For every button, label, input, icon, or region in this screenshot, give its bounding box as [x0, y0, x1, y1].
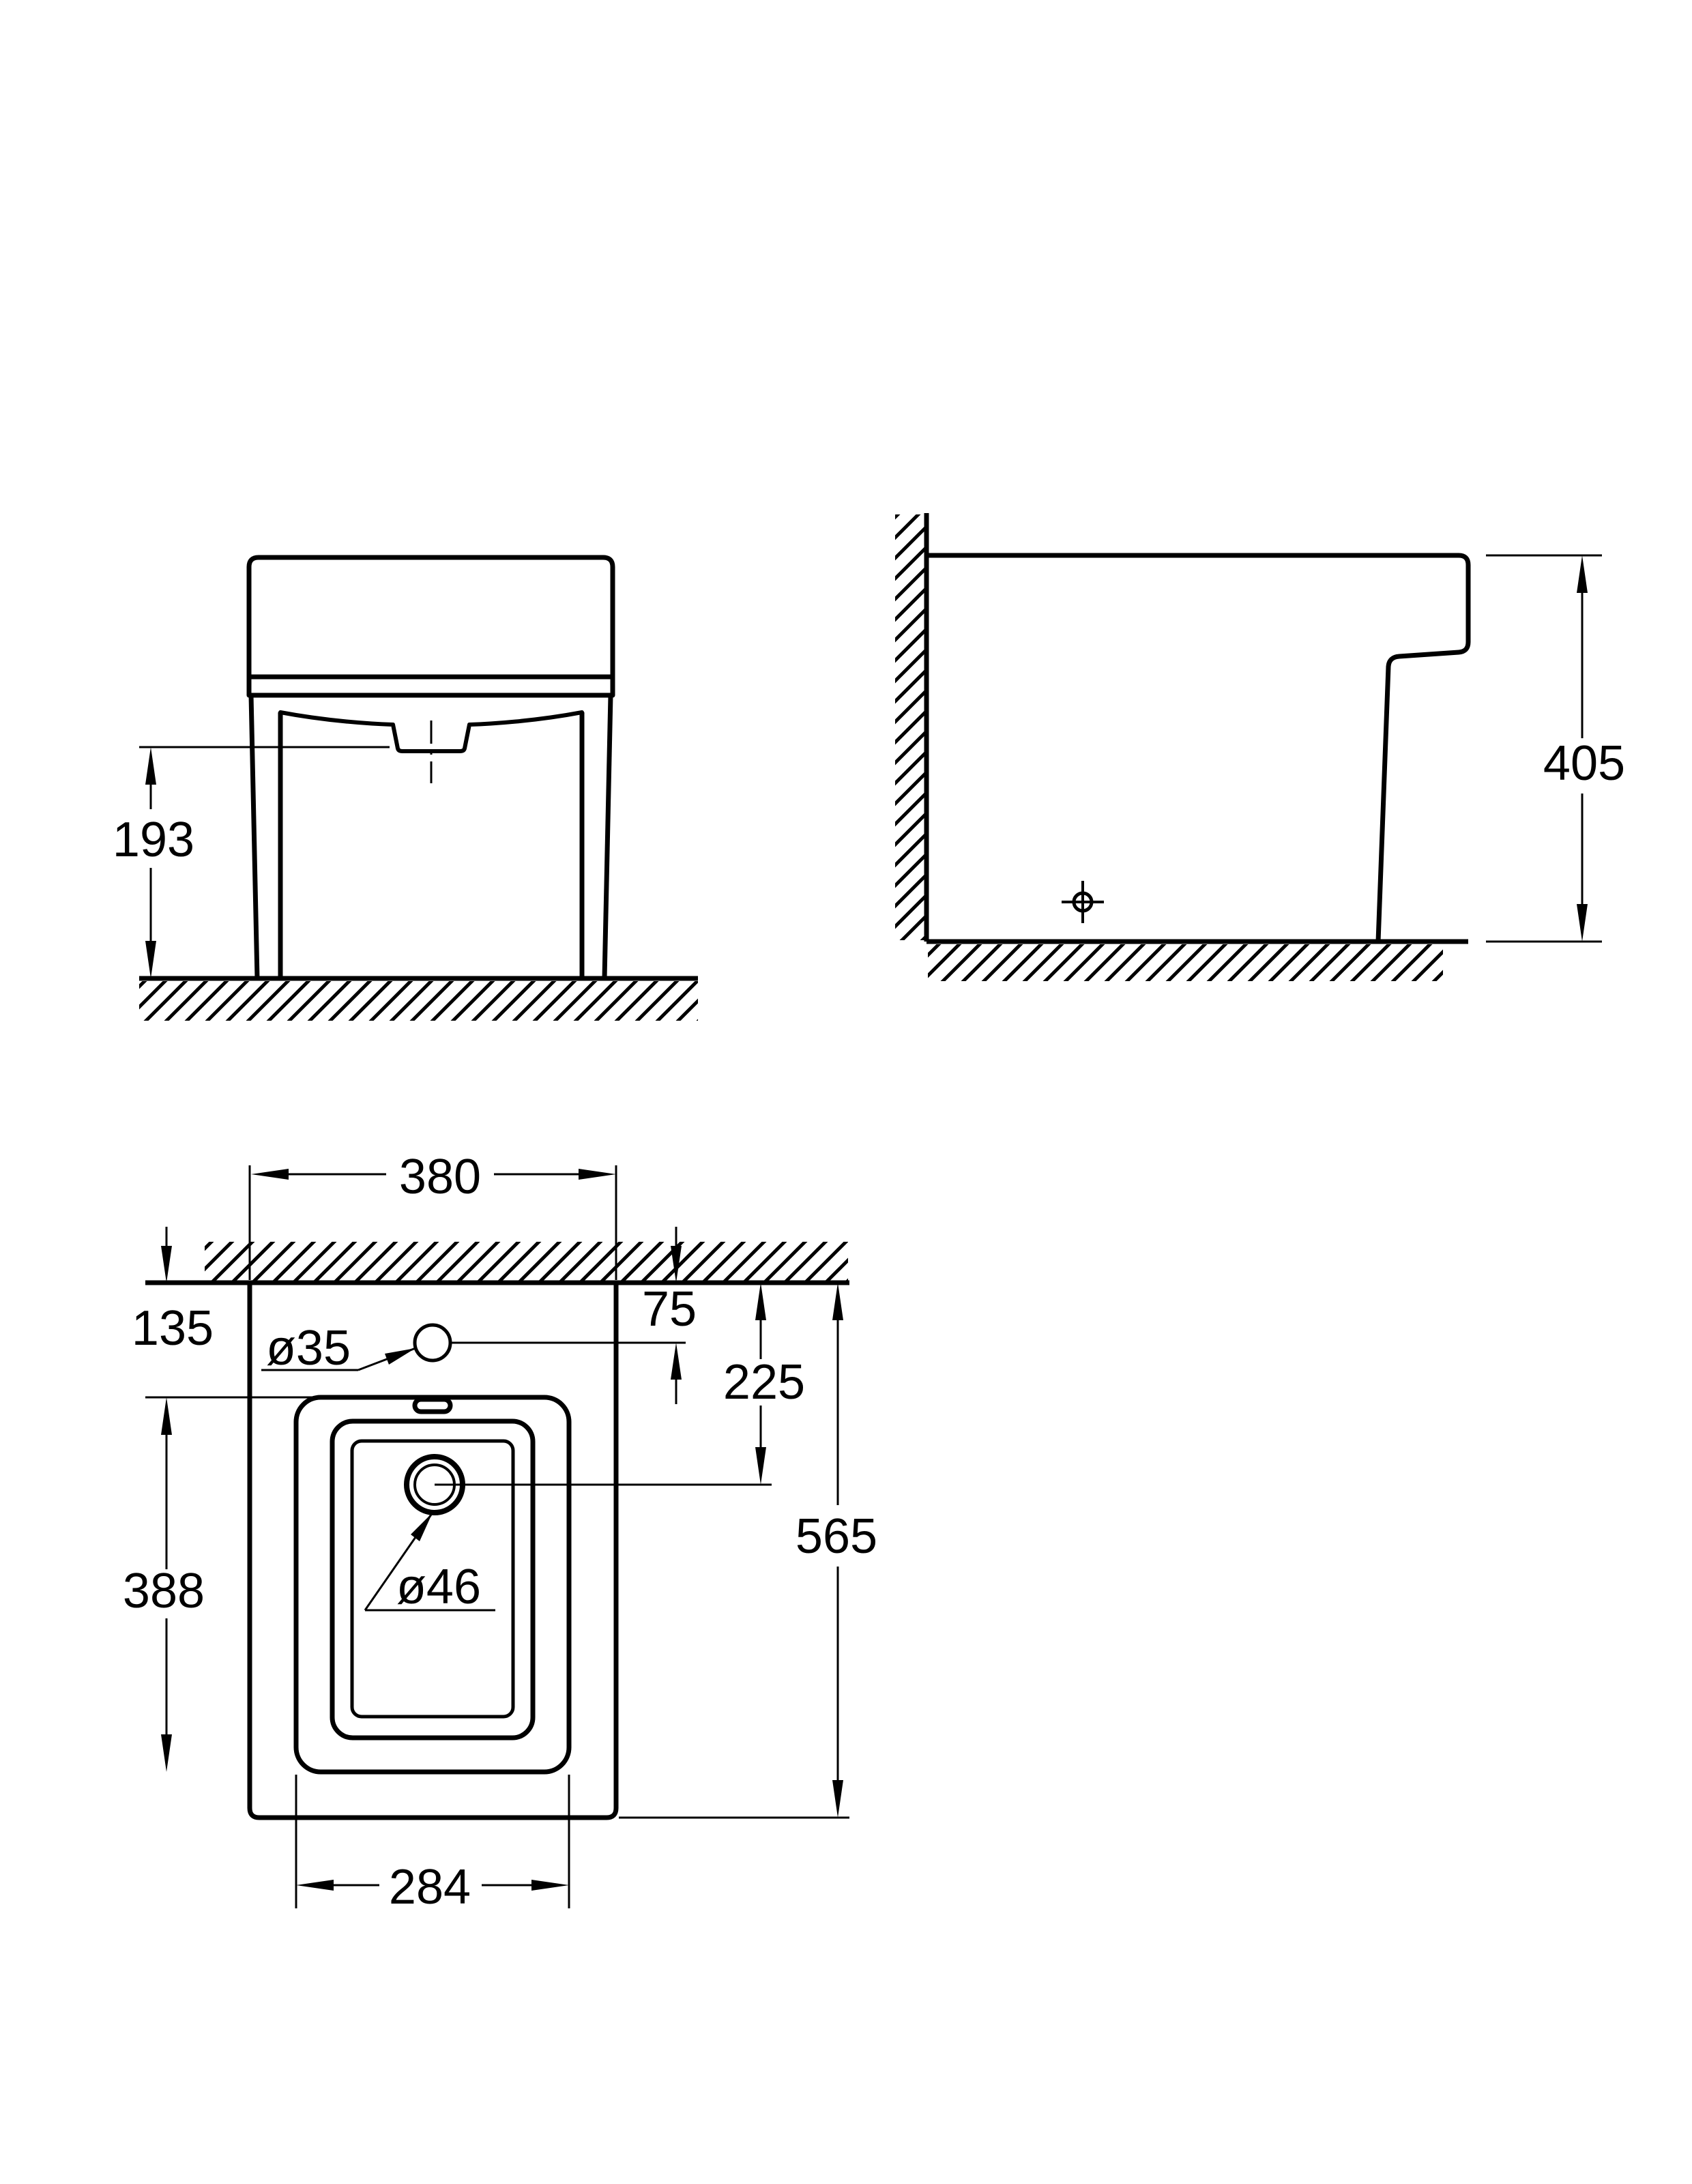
label-drain-diameter: ø46 — [364, 1512, 495, 1614]
arrowhead-left — [296, 1880, 334, 1891]
dim-label-dia35: ø35 — [266, 1321, 351, 1375]
arrowhead-up — [832, 1283, 843, 1320]
dim-label-dia46: ø46 — [396, 1560, 481, 1614]
side-floor-hatch — [928, 944, 1443, 981]
dim-label-135: 135 — [132, 1301, 214, 1356]
dim-label-75: 75 — [642, 1282, 697, 1337]
dim-label-565: 565 — [796, 1509, 877, 1564]
side-view: 405 — [895, 513, 1625, 981]
dimension-plan-overall-width: 380 — [248, 1150, 617, 1280]
dimension-side-overall-height: 405 — [1486, 554, 1625, 943]
arrowhead-down — [755, 1447, 766, 1485]
label-tap-hole-diameter: ø35 — [261, 1321, 416, 1375]
arrowhead-right — [579, 1169, 616, 1180]
front-left-leg-outer — [248, 695, 260, 979]
drain-position-marker — [1062, 881, 1104, 923]
arrowhead-right — [531, 1880, 569, 1891]
bowl-inner-basin — [350, 1439, 515, 1719]
dimension-plan-bowl-length: 388 — [123, 1396, 321, 1772]
arrowhead-down — [161, 1734, 172, 1772]
plan-body-outline — [247, 1280, 619, 1820]
dim-label-225: 225 — [723, 1355, 805, 1410]
dim-label-388: 388 — [123, 1564, 205, 1618]
arrowhead-down — [671, 1246, 682, 1283]
overflow-slot — [412, 1397, 453, 1414]
bowl-middle-rim — [330, 1418, 536, 1741]
tap-hole — [413, 1323, 452, 1363]
plan-wall-hatch — [205, 1242, 848, 1281]
bowl-outer-rim — [293, 1395, 572, 1775]
dim-label-193: 193 — [113, 813, 194, 867]
front-right-leg-outer — [602, 695, 613, 979]
front-view: 193 — [113, 555, 698, 1021]
side-wall-hatch — [895, 514, 925, 940]
arrowhead-up — [755, 1283, 766, 1320]
dimension-plan-overall-depth: 565 — [619, 1283, 877, 1819]
arrowhead-up — [1577, 555, 1588, 593]
dim-label-380: 380 — [399, 1150, 481, 1204]
arrowhead-up — [671, 1343, 682, 1380]
arrowhead-up — [145, 747, 156, 785]
arrowhead-left — [251, 1169, 289, 1180]
dimension-plan-wall-to-bowl: 135 — [132, 1227, 214, 1356]
arrowhead-down — [1577, 904, 1588, 942]
plan-view: 380 135 388 75 — [123, 1150, 877, 1914]
arrowhead-down — [145, 941, 156, 978]
dim-label-284: 284 — [389, 1860, 471, 1914]
dimension-plan-wall-to-tap: 75 — [450, 1227, 697, 1404]
leader-arrowhead — [411, 1513, 433, 1541]
arrowhead-down — [161, 1246, 172, 1283]
leader-arrowhead — [385, 1348, 415, 1365]
arrowhead-up — [161, 1397, 172, 1435]
dim-label-405: 405 — [1543, 736, 1625, 791]
arrowhead-down — [832, 1780, 843, 1818]
dimension-front-drain-height: 193 — [113, 746, 390, 978]
side-profile — [924, 553, 1471, 944]
front-rim-outline — [246, 555, 615, 698]
dimension-plan-bowl-width: 284 — [295, 1775, 570, 1914]
dimension-plan-wall-to-drain: 225 — [435, 1283, 805, 1486]
front-floor-hatch — [139, 981, 698, 1021]
